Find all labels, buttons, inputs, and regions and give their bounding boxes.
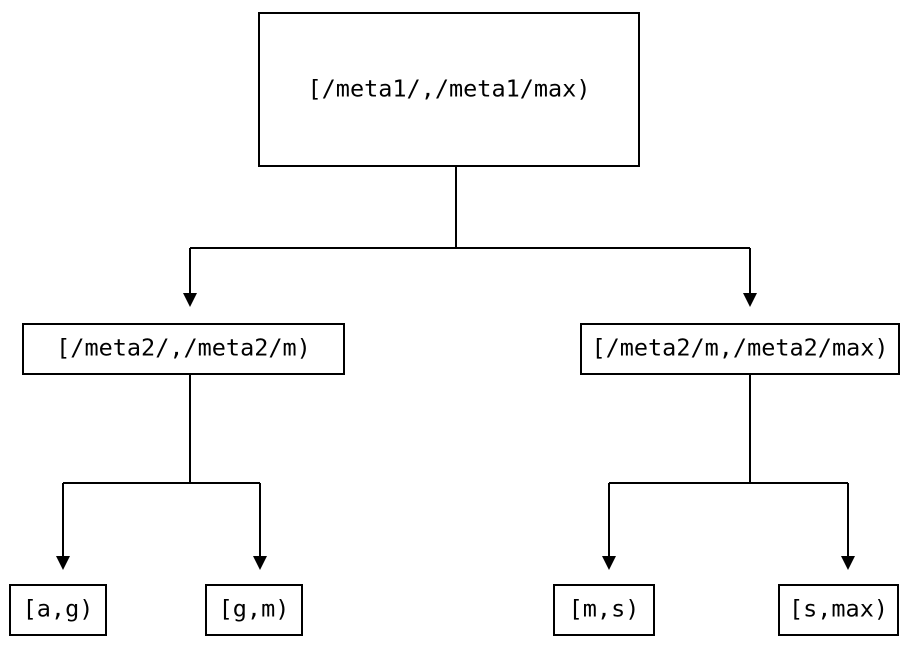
edge-root-to-level1: [183, 167, 757, 307]
tree-node-meta2-low-label: [/meta2/,/meta2/m): [56, 333, 311, 362]
arrowhead-icon: [253, 556, 267, 570]
tree-node-leaf-ag-label: [a,g): [22, 594, 94, 623]
tree-node-leaf-smax-label: [s,max): [788, 594, 889, 623]
tree-node-meta2-low: [/meta2/,/meta2/m): [22, 323, 345, 375]
edge-meta2low-to-leaves: [56, 375, 267, 570]
tree-node-leaf-ms-label: [m,s): [568, 594, 640, 623]
tree-node-meta2-high: [/meta2/m,/meta2/max): [580, 323, 900, 375]
arrowhead-icon: [602, 556, 616, 570]
tree-node-leaf-gm-label: [g,m): [218, 594, 290, 623]
arrowhead-icon: [183, 293, 197, 307]
tree-node-root-label: [/meta1/,/meta1/max): [307, 74, 591, 103]
tree-node-root: [/meta1/,/meta1/max): [258, 12, 640, 167]
tree-node-leaf-ms: [m,s): [553, 584, 655, 636]
tree-node-leaf-gm: [g,m): [205, 584, 303, 636]
tree-node-meta2-high-label: [/meta2/m,/meta2/max): [591, 333, 889, 362]
edge-meta2high-to-leaves: [602, 375, 855, 570]
arrowhead-icon: [743, 293, 757, 307]
tree-node-leaf-ag: [a,g): [9, 584, 107, 636]
arrowhead-icon: [56, 556, 70, 570]
tree-node-leaf-smax: [s,max): [778, 584, 899, 636]
arrowhead-icon: [841, 556, 855, 570]
